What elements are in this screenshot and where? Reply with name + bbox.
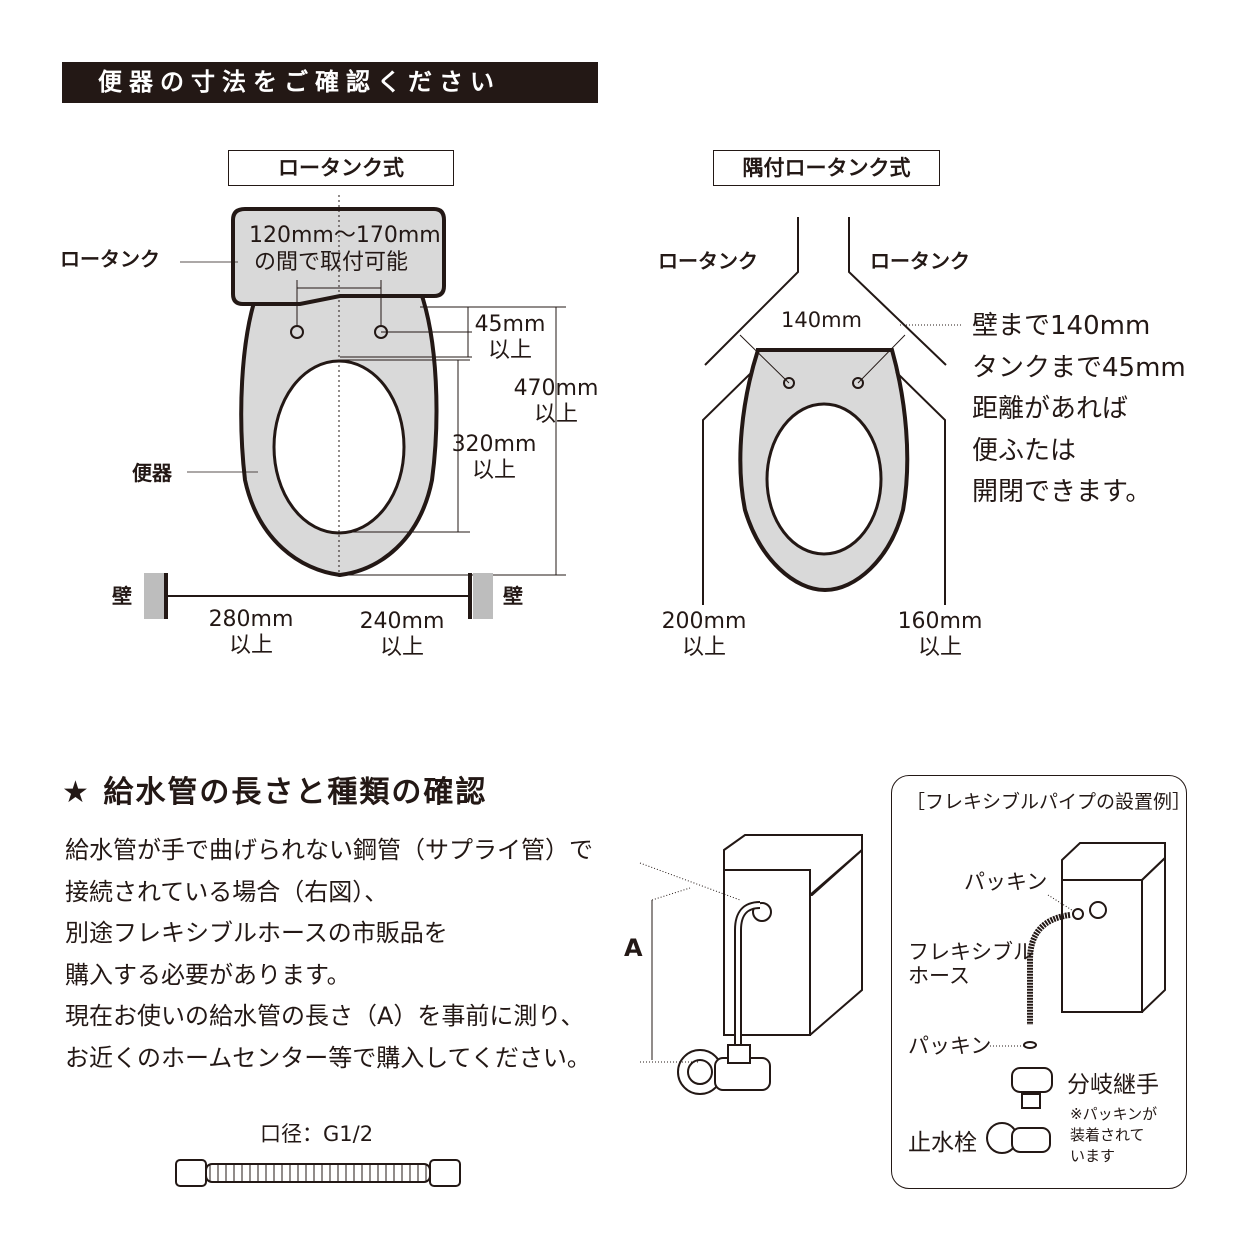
stop-valve-label: 止水栓 [908,1130,977,1156]
dim-a-label: A [624,934,643,962]
dim-140: 140mm [781,308,862,332]
body-line: お近くのホームセンター等で購入してください。 [65,1043,591,1072]
body-line: 給水管が手で曲げられない鋼管（サプライ管）で [65,836,593,864]
packing-note: ※パッキンが 装着されて います [1070,1104,1157,1167]
note-line: 距離があれば [972,394,1129,424]
dim-200-sub: 以上 [681,635,726,660]
wall-left-label: 壁 [112,584,132,608]
note-line: 便ふたは [972,435,1077,466]
hose-label: フレキシブル [908,940,1034,964]
low-tank-toilet [144,195,566,619]
note-line: タンクまで45mm [972,352,1186,383]
corner-tank-toilet [702,217,962,605]
packing-bottom-label: パッキン [908,1034,992,1058]
wall-right-label: 壁 [503,584,523,608]
corner-note: 壁まで140mm タンクまで45mm 距離があれば 便ふたは 開閉できます。 [972,306,1186,514]
dim-240-sub: 以上 [379,635,424,660]
body-line: 別途フレキシブルホースの市販品を [65,919,448,947]
body-line: 購入する必要があります。 [65,960,351,989]
dim-320: 320mm [451,432,537,457]
dim-280: 280mm [208,607,294,632]
mount-range-text: 120mm〜170mm [249,223,441,248]
corner-tank-right-label: ロータンク [870,249,970,273]
corner-tank-label: 隅付ロータンク式 [713,150,940,186]
note-line: 装着されて [1070,1126,1145,1144]
low-tank-label: ロータンク式 [228,150,454,186]
hose-label-2: ホース [908,964,970,988]
dim-45-sub: 以上 [487,338,532,363]
body-line: 接続されている場合（右図）、 [65,877,389,906]
tank-label: ロータンク [60,247,160,271]
dim-470: 470mm [513,376,599,401]
corner-tank-left-label: ロータンク [658,249,758,273]
dim-280-sub: 以上 [228,633,273,658]
mount-range-text-2: の間で取付可能 [254,250,409,275]
supply-heading: ★ 給水管の長さと種類の確認 [62,775,488,810]
branch-joint-label: 分岐継手 [1067,1072,1159,1098]
supply-pipe-illustration [639,834,863,1095]
note-line: います [1070,1147,1116,1165]
diameter-label: 口径：G1/2 [260,1122,374,1146]
dim-160: 160mm [897,609,983,634]
dim-45: 45mm [474,312,546,337]
packing-top-label: パッキン [964,870,1048,894]
bowl-label: 便器 [132,461,172,485]
flex-example-title: ［フレキシブルパイプの設置例］ [906,791,1192,813]
flex-example-illustration [986,842,1166,1154]
note-line: 開閉できます。 [972,477,1152,507]
page-title: 便器の寸法をご確認ください [62,62,598,103]
dim-320-sub: 以上 [471,458,516,483]
body-line: 現在お使いの給水管の長さ（A）を事前に測り、 [65,1002,585,1030]
flexible-hose-illustration [175,1159,461,1187]
note-line: 壁まで140mm [972,311,1151,341]
dim-240: 240mm [359,609,445,634]
dim-470-sub: 以上 [533,402,578,427]
supply-body: 給水管が手で曲げられない鋼管（サプライ管）で 接続されている場合（右図）、 別途… [65,830,593,1079]
flex-example-box [891,775,1187,1189]
dim-160-sub: 以上 [917,635,962,660]
note-line: ※パッキンが [1070,1105,1158,1123]
dim-200: 200mm [661,609,747,634]
